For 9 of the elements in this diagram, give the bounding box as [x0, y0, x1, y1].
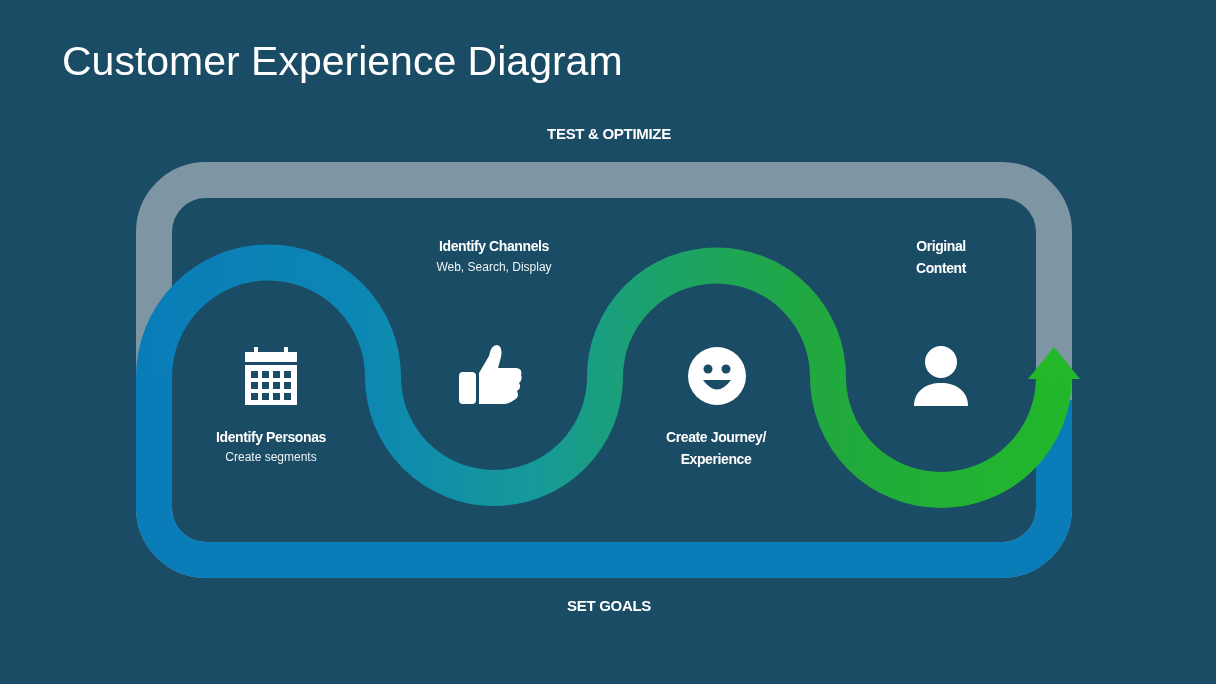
step-title: Create Journey/ Experience	[665, 428, 768, 469]
stage-label: SET GOALS	[567, 597, 651, 615]
step-description: Web, Search, Display	[436, 259, 552, 275]
step-title: Identify Channels	[439, 237, 549, 256]
step-title: Identify Personas	[216, 428, 326, 447]
stage-label: TEST & OPTIMIZE	[547, 125, 671, 143]
step-title: Original Content	[915, 237, 967, 278]
step-description: Create segments	[225, 449, 317, 465]
title: Customer Experience Diagram	[62, 41, 623, 82]
